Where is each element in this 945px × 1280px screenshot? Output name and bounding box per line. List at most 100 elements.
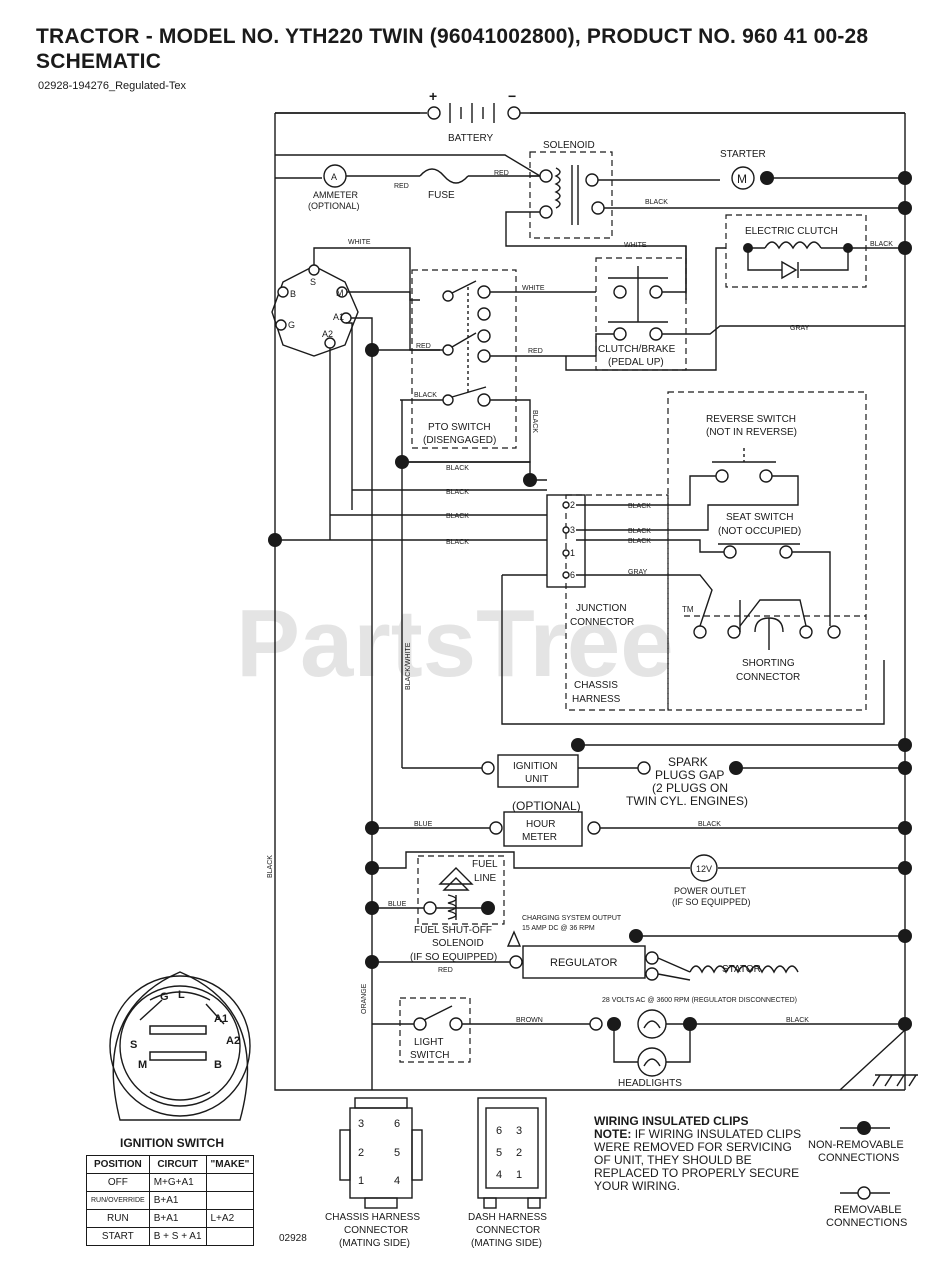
power-outlet-label: POWER OUTLET — [674, 886, 747, 896]
charging-label: CHARGING SYSTEM OUTPUT — [522, 915, 622, 922]
dash-pin-2: 2 — [516, 1147, 522, 1159]
ignition-unit-label-2: UNIT — [525, 774, 548, 785]
watermark: PartsTree — [236, 590, 674, 697]
pto-switch-state: (DISENGAGED) — [423, 435, 496, 446]
junction-pin-2: 2 — [570, 500, 575, 510]
ignition-switch-code: 02928 — [279, 1233, 307, 1244]
headlights: HEADLIGHTS BLACK — [589, 1009, 905, 1089]
ign-terminal-a2: A2 — [322, 329, 333, 339]
ignition-switch-table: POSITION CIRCUIT "MAKE" OFF M+G+A1 RUN/O… — [86, 1155, 255, 1246]
chassis-connector-label: CHASSIS HARNESS — [325, 1212, 420, 1223]
dash-harness-connector: 6 3 5 2 4 1 DASH HARNESS CONNECTOR (MATI… — [468, 1097, 547, 1249]
junction-nodes — [268, 171, 912, 1031]
ammeter-symbol: A — [331, 172, 337, 182]
battery-minus: − — [508, 88, 516, 104]
dash-connector-label-2: CONNECTOR — [476, 1225, 540, 1236]
page-title: TRACTOR - MODEL NO. YTH220 TWIN (9604100… — [36, 24, 868, 74]
reverse-switch-state: (NOT IN REVERSE) — [706, 427, 797, 438]
wire-label-black-h2: BLACK — [446, 489, 469, 496]
table-row: START B + S + A1 — [86, 1227, 255, 1246]
wire-label-black-r2: BLACK — [628, 528, 651, 535]
ign-terminal-a1: A1 — [333, 312, 344, 322]
reverse-seat-area: REVERSE SWITCH (NOT IN REVERSE) SEAT SWI… — [576, 391, 867, 711]
ign-terminal-s: S — [310, 277, 316, 287]
solenoid: SOLENOID — [275, 140, 905, 300]
dash-pin-4: 4 — [496, 1169, 502, 1181]
row-make — [205, 1191, 255, 1210]
wire-label-red-3: RED — [528, 348, 543, 355]
charging-value: 15 AMP DC @ 36 RPM — [522, 925, 595, 932]
row-position: RUN/OVERRIDE — [86, 1191, 150, 1210]
pto-switch: PTO SWITCH (DISENGAGED) WHITE RED RED BL… — [400, 269, 596, 463]
chassis-pin-2: 2 — [358, 1147, 364, 1159]
wire-label-black-r3: BLACK — [628, 538, 651, 545]
power-outlet-state: (IF SO EQUIPPED) — [672, 897, 751, 907]
clutch-brake-state: (PEDAL UP) — [608, 357, 664, 368]
wire-label-black-h4: BLACK — [446, 539, 469, 546]
wire-label-black-hl: BLACK — [786, 1017, 809, 1024]
row-position: RUN — [86, 1209, 150, 1228]
ignition-switch-title: IGNITION SWITCH — [120, 1136, 224, 1150]
legend-removable: REMOVABLE — [834, 1204, 902, 1216]
power-outlet-symbol: 12V — [696, 864, 712, 874]
row-position: START — [86, 1227, 150, 1246]
wire-label-orange: ORANGE — [361, 983, 368, 1014]
spark-plugs-label: SPARK — [668, 755, 708, 769]
headlights-label: HEADLIGHTS — [618, 1078, 682, 1089]
wire-label-black-solenoid: BLACK — [645, 199, 668, 206]
wire-label-white-3: WHITE — [624, 242, 647, 249]
junction-pin-1: 1 — [570, 548, 575, 558]
spark-plugs-twin: TWIN CYL. ENGINES) — [626, 794, 748, 808]
wire-label-black-clutch: BLACK — [870, 241, 893, 248]
hour-meter: (OPTIONAL) HOUR METER BLUE BLACK — [372, 799, 905, 847]
face-letter-s: S — [130, 1039, 137, 1051]
wire-label-black-h1: BLACK — [446, 465, 469, 472]
power-outlet: 12V POWER OUTLET (IF SO EQUIPPED) — [372, 851, 905, 907]
dash-pin-1: 1 — [516, 1169, 522, 1181]
face-letter-b: B — [214, 1059, 222, 1071]
chassis-pin-3: 3 — [358, 1118, 364, 1130]
wiring-clips-note: WIRING INSULATED CLIPS NOTE: IF WIRING I… — [594, 1115, 804, 1193]
electric-clutch: ELECTRIC CLUTCH BLACK — [565, 214, 905, 371]
chassis-harness-label: CHASSIS — [574, 680, 618, 691]
watermark-tm: TM — [682, 605, 694, 614]
chassis-connector-label-3: (MATING SIDE) — [339, 1238, 410, 1249]
chassis-pin-1: 1 — [358, 1175, 364, 1187]
row-position: OFF — [86, 1173, 150, 1192]
ign-terminal-b: B — [290, 289, 296, 299]
legend: NON-REMOVABLE CONNECTIONS REMOVABLE CONN… — [808, 1121, 907, 1229]
ground-symbol — [839, 1029, 918, 1091]
chassis-pin-6: 6 — [394, 1118, 400, 1130]
table-row: OFF M+G+A1 — [86, 1173, 255, 1192]
junction-label-2: CONNECTOR — [570, 617, 634, 628]
dash-pin-6: 6 — [496, 1125, 502, 1137]
wire-label-black-pto: BLACK — [414, 392, 437, 399]
battery-plus: + — [429, 88, 437, 104]
row-make — [205, 1173, 255, 1192]
wire-label-black-r1: BLACK — [628, 503, 651, 510]
fuel-line-label: FUEL — [472, 859, 498, 870]
wire-label-black-hm: BLACK — [698, 821, 721, 828]
col-make: "MAKE" — [205, 1155, 255, 1174]
light-switch-label-2: SWITCH — [410, 1050, 449, 1061]
ammeter-label: AMMETER — [313, 190, 359, 200]
row-make: L+A2 — [205, 1209, 255, 1228]
dash-pin-5: 5 — [496, 1147, 502, 1159]
ignition-unit: IGNITION UNIT SPARK PLUGS GAP (2 PLUGS O… — [481, 744, 905, 808]
ign-terminal-g: G — [288, 320, 295, 330]
hour-meter-label: HOUR — [526, 819, 555, 830]
wiring-clips-note-text: IF WIRING INSULATED CLIPS WERE REMOVED F… — [594, 1127, 802, 1193]
row-circuit: B + S + A1 — [148, 1227, 207, 1246]
fuel-solenoid-label: FUEL SHUT-OFF — [414, 925, 492, 936]
wire-label-red-1: RED — [394, 183, 409, 190]
dash-connector-label-3: (MATING SIDE) — [471, 1238, 542, 1249]
fuse-label: FUSE — [428, 190, 455, 201]
seat-switch-state: (NOT OCCUPIED) — [718, 526, 801, 537]
ign-terminal-m: M — [336, 288, 344, 298]
battery-label: BATTERY — [448, 133, 494, 144]
wire-label-black-left: BLACK — [267, 855, 274, 878]
legend-removable-2: CONNECTIONS — [826, 1217, 907, 1229]
battery: + − BATTERY — [275, 88, 905, 144]
legend-non-removable-2: CONNECTIONS — [818, 1152, 899, 1164]
reverse-switch-label: REVERSE SWITCH — [706, 414, 796, 425]
